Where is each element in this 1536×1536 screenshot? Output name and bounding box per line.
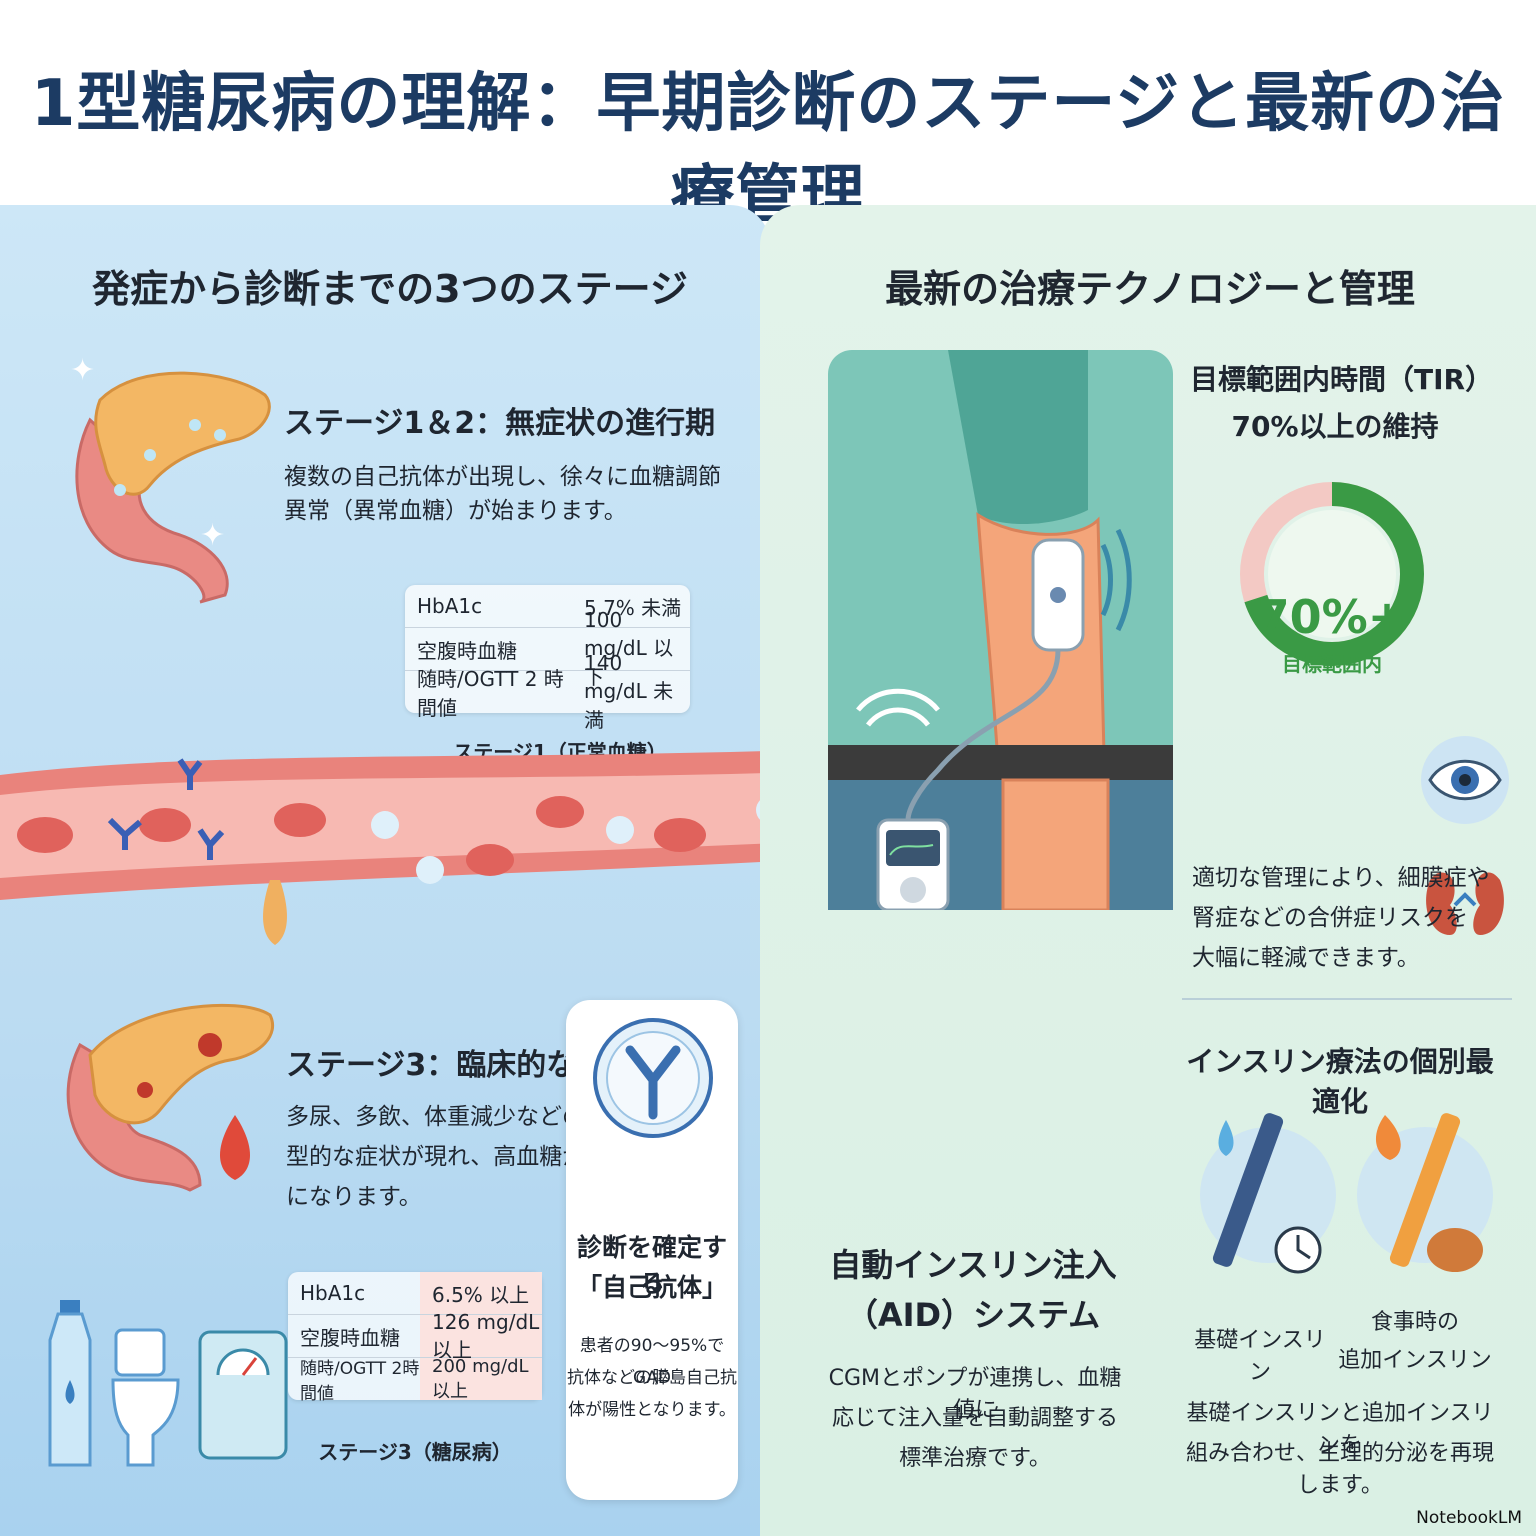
aid-system-illustration bbox=[828, 350, 1173, 910]
criteria-value: 6.5% 以上 bbox=[420, 1272, 542, 1314]
stage12-desc-line2: 異常（異常血糖）が始まります。 bbox=[284, 498, 627, 524]
tir-desc-line2: 腎症などの合併症リスクを bbox=[1192, 905, 1468, 931]
tir-desc-line1: 適切な管理により、細膜症や bbox=[1192, 865, 1490, 891]
tir-in-range-arc bbox=[1240, 482, 1424, 666]
basal-insulin-label: 基礎インスリン bbox=[1194, 1328, 1326, 1385]
inflamed-pancreas-illustration bbox=[66, 1003, 275, 1192]
criteria-value: 140 mg/dL 未満 bbox=[584, 651, 674, 732]
section-divider bbox=[1182, 998, 1512, 1000]
stages-heading: 発症から診断までの3つのステージ bbox=[92, 267, 688, 311]
stage3-criteria-table: HbA1c 6.5% 以上 空腹時血糖 126 mg/dL 以上 随時/OGTT 2… bbox=[288, 1272, 542, 1404]
stage12-heading: ステージ1＆2：無症状の進行期 bbox=[284, 406, 716, 441]
criteria-key: 空腹時血糖 bbox=[417, 638, 517, 663]
stage3-desc-line1: 多尿、多飲、体重減少などの典 bbox=[286, 1104, 608, 1130]
criteria-key: 空腹時血糖 bbox=[300, 1325, 400, 1350]
tir-sub-label: 目標範囲内 bbox=[1282, 652, 1382, 676]
scale-icon bbox=[198, 1330, 288, 1460]
autoantibody-desc-line2: 抗体などの膵島自己抗 bbox=[567, 1368, 737, 1388]
criteria-value: 126 mg/dL 以上 bbox=[420, 1310, 542, 1362]
tir-donut-chart bbox=[1240, 482, 1424, 666]
svg-text:✦: ✦ bbox=[200, 518, 225, 553]
table-row: HbA1c 6.5% 以上 bbox=[288, 1272, 542, 1315]
aid-heading-line2: （AID）システム bbox=[845, 1296, 1101, 1334]
autoantibody-heading-line2: 「自己抗体」 bbox=[576, 1273, 727, 1302]
kidney-icon bbox=[1426, 872, 1504, 935]
criteria-value: 5.7% 未満 bbox=[584, 595, 682, 620]
treatment-heading: 最新の治療テクノロジーと管理 bbox=[885, 267, 1415, 311]
aid-desc-line2: 応じて注入量を自動調整する bbox=[831, 1406, 1118, 1431]
stage3-desc-line3: になります。 bbox=[286, 1184, 422, 1210]
criteria-key: HbA1c bbox=[300, 1281, 366, 1305]
insulin-heading: インスリン療法の個別最適化 bbox=[1186, 1045, 1494, 1118]
table-row: HbA1c 5.7% 未満 bbox=[405, 585, 690, 628]
toilet-icon bbox=[111, 1328, 180, 1467]
bolus-insulin-label-line2: 追加インスリン bbox=[1338, 1348, 1492, 1373]
blood-vessel-illustration bbox=[0, 750, 800, 945]
water-bottle-icon bbox=[48, 1300, 92, 1467]
stage12-criteria-table: HbA1c 5.7% 未満 空腹時血糖 100 mg/dL 以下 随時/OGTT 2… bbox=[405, 585, 690, 732]
bolus-insulin-pen-icon bbox=[1357, 1113, 1493, 1272]
aid-heading-line1: 自動インスリン注入 bbox=[829, 1246, 1117, 1284]
autoantibody-desc-line3: 体が陽性となります。 bbox=[568, 1400, 736, 1420]
stage12-desc-line1: 複数の自己抗体が出現し、徐々に血糖調節 bbox=[284, 464, 721, 490]
table-row: 空腹時血糖 126 mg/dL 以上 bbox=[288, 1310, 542, 1362]
aid-desc-line1: CGMとポンプが連携し、血糖値に bbox=[828, 1366, 1122, 1423]
criteria-key: 随時/OGTT 2時間値 bbox=[300, 1359, 420, 1404]
eye-icon bbox=[1421, 736, 1509, 824]
criteria-value: 200 mg/dL 以上 bbox=[420, 1356, 542, 1402]
tir-heading-line2: 70%以上の維持 bbox=[1231, 410, 1439, 443]
autoantibody-desc-line1: 患者の90〜95%でGAD bbox=[579, 1336, 725, 1388]
insulin-desc-line2: 組み合わせ、生理的分泌を再現します。 bbox=[1185, 1441, 1494, 1498]
tir-value-label: 70%+ bbox=[1257, 590, 1407, 644]
criteria-key: 随時/OGTT 2 時間値 bbox=[417, 667, 564, 720]
antibody-icon bbox=[593, 1018, 713, 1138]
criteria-key: HbA1c bbox=[417, 594, 483, 618]
notebooklm-logo: NotebookLM bbox=[1416, 1508, 1522, 1528]
tir-heading-line1: 目標範囲内時間（TIR） bbox=[1190, 363, 1494, 396]
svg-text:✦: ✦ bbox=[70, 353, 95, 388]
tir-desc-line3: 大幅に軽減できます。 bbox=[1192, 945, 1420, 971]
table-row: 随時/OGTT 2 時間値 140 mg/dL 未満 bbox=[405, 651, 690, 732]
insulin-desc-line1: 基礎インスリンと追加インスリンを bbox=[1186, 1401, 1494, 1458]
table-row: 空腹時血糖 100 mg/dL 以下 bbox=[405, 608, 690, 689]
bolus-insulin-label-line1: 食事時の bbox=[1370, 1310, 1459, 1335]
autoantibody-heading-line1: 診断を確定する bbox=[576, 1233, 727, 1298]
basal-insulin-pen-icon bbox=[1200, 1113, 1336, 1274]
criteria-value: 100 mg/dL 以下 bbox=[584, 608, 674, 689]
aid-desc-line3: 標準治療です。 bbox=[899, 1446, 1051, 1471]
pancreas-illustration: ✦✦ bbox=[70, 353, 271, 604]
stage3-caption: ステージ3（糖尿病） bbox=[318, 1440, 512, 1464]
page-title: 1型糖尿病の理解：早期診断のステージと最新の治療管理 bbox=[30, 67, 1506, 233]
